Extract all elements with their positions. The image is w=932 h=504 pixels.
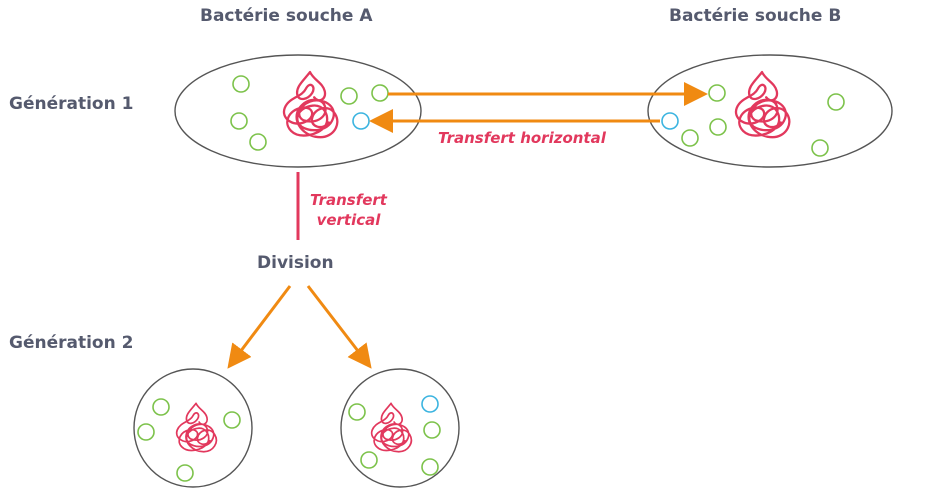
vertical-transfer-line2: vertical: [316, 211, 381, 229]
plasmid-icon: [176, 464, 194, 482]
plasmid-icon: [230, 112, 248, 130]
header-strain-b: Bactérie souche B: [669, 6, 842, 26]
plasmid-icon: [811, 139, 829, 157]
daughter-left-dna-icon: [175, 402, 218, 453]
transferred-plasmid-icon: [352, 112, 370, 130]
plasmid-icon: [223, 411, 241, 429]
header-strain-a: Bactérie souche A: [200, 6, 373, 26]
bacterium-strain-a: [174, 54, 422, 168]
plasmid-icon: [827, 93, 845, 111]
daughter-right-dna-icon: [370, 402, 413, 453]
generation-2-label: Génération 2: [9, 333, 134, 353]
plasmid-icon: [348, 403, 366, 421]
daughter-cell-right: [340, 368, 460, 488]
arrow-division-right: [306, 285, 372, 369]
plasmid-icon: [360, 451, 378, 469]
plasmid-icon: [152, 398, 170, 416]
plasmid-icon: [421, 458, 439, 476]
plasmid-icon: [249, 133, 267, 151]
daughter-cell-left: [133, 368, 253, 488]
division-label: Division: [257, 253, 334, 273]
plasmid-icon: [709, 118, 727, 136]
vertical-transfer-line1: Transfert: [310, 191, 387, 209]
plasmid-icon: [340, 87, 358, 105]
plasmid-icon: [232, 75, 250, 93]
bacterium-strain-b: [647, 54, 893, 168]
daughter-left-membrane: [133, 368, 253, 488]
arrow-division-left: [227, 285, 292, 369]
strain-b-dna-icon: [734, 70, 791, 139]
strain-a-dna-icon: [282, 70, 339, 139]
plasmid-icon: [708, 84, 726, 102]
vertical-transfer-label: Transfert vertical: [310, 190, 387, 230]
transferred-plasmid-icon: [661, 112, 679, 130]
horizontal-transfer-label: Transfert horizontal: [438, 129, 606, 147]
strain-b-membrane: [647, 54, 893, 168]
strain-a-membrane: [174, 54, 422, 168]
generation-1-label: Génération 1: [9, 94, 134, 114]
daughter-right-membrane: [340, 368, 460, 488]
plasmid-icon: [137, 423, 155, 441]
plasmid-icon: [423, 421, 441, 439]
plasmid-icon: [371, 84, 389, 102]
transferred-plasmid-icon: [421, 395, 439, 413]
plasmid-icon: [681, 129, 699, 147]
